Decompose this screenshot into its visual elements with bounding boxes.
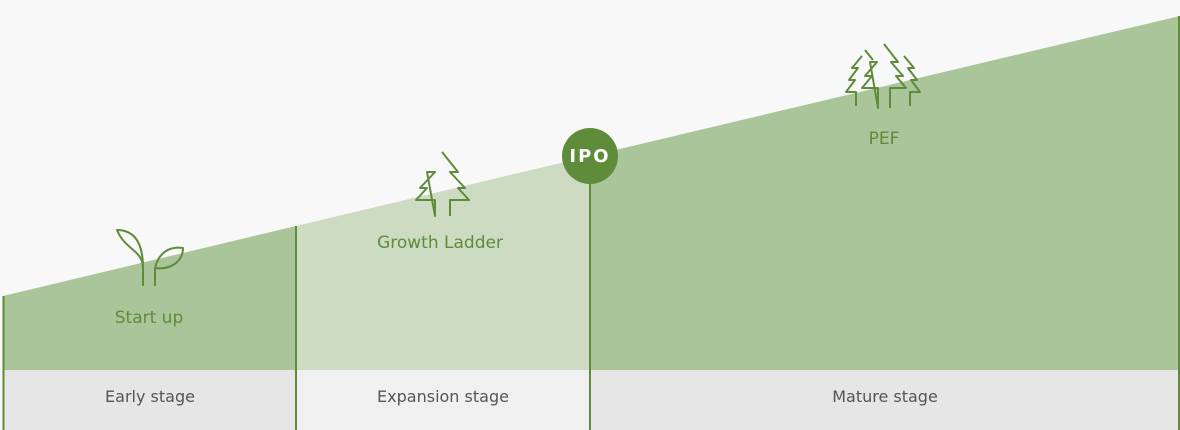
pef-label: PEF	[868, 129, 900, 149]
mature-stage-bar	[590, 370, 1180, 430]
forest-icon	[845, 43, 921, 109]
growth-ladder-label: Growth Ladder	[377, 233, 503, 253]
ipo-badge: IPO	[562, 128, 618, 184]
early-stage-bar	[3, 370, 296, 430]
tree-icon	[415, 151, 470, 217]
mature-stage-label: Mature stage	[832, 387, 938, 406]
early-stage-label: Early stage	[105, 387, 195, 406]
mature-stage-area	[590, 16, 1180, 370]
expansion-stage-bar	[296, 370, 590, 430]
start-up-label: Start up	[114, 308, 184, 328]
expansion-stage-label: Expansion stage	[377, 387, 509, 406]
early-stage-area	[3, 226, 296, 370]
expansion-stage-area	[296, 156, 590, 370]
sprout-icon	[116, 229, 184, 286]
